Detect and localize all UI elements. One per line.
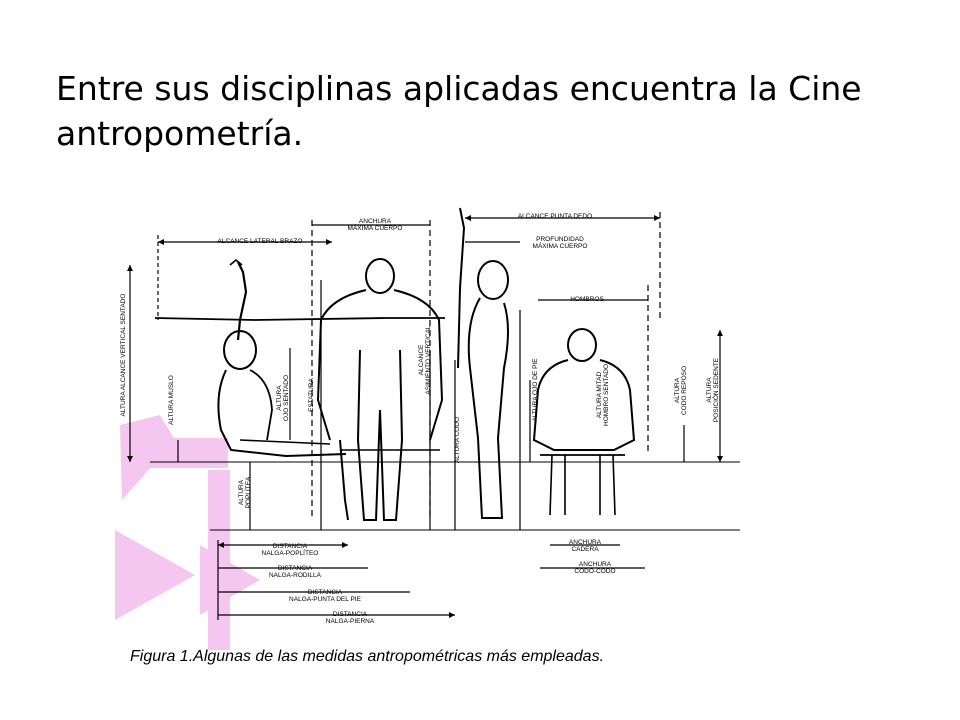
label-altura-ojo-sentado: ALTURA OJO SENTADO — [276, 374, 290, 422]
label-altura-codo-reposo: ALTURA CODO REPOSO — [674, 365, 688, 416]
label-anchura-cadera: ANCHURA CADERA — [568, 539, 602, 553]
label-alcance-punta-dedo: ALCANCE PUNTA DEDO — [517, 213, 593, 220]
label-altura-ojo-de-pie: ALTURA OJO DE PIE — [532, 358, 539, 422]
label-profundidad-maxima-cuerpo: PROFUNDIDAD MÁXIMA CUERPO — [532, 236, 588, 250]
anthropometry-drawing — [115, 207, 740, 650]
label-estatura: ESTATURA — [308, 378, 315, 412]
label-altura-posicion-sedente: ALTURA POSICIÓN SEDENTE — [706, 357, 720, 423]
label-altura-codo: ALTURA CODO — [454, 416, 461, 464]
label-alcance-lateral-brazo: ALCANCE LATERAL BRAZO — [217, 238, 303, 245]
label-anchura-maxima-cuerpo: ANCHURA MÁXIMA CUERPO — [347, 218, 403, 232]
label-distancia-nalga-rodilla: DISTANCIA NALGA-RODILLA — [268, 565, 322, 579]
label-anchura-codo-codo: ANCHURA CODO-CODO — [574, 561, 616, 575]
label-altura-poplitea: ALTURA POPLÍTEA — [238, 476, 252, 509]
label-hombros: HOMBROS — [570, 296, 604, 303]
label-distancia-nalga-pierna: DISTANCIA NALGA-PIERNA — [325, 611, 375, 625]
label-distancia-nalga-punta-pie: DISTANCIA NALGA-PUNTA DEL PIE — [289, 589, 361, 603]
label-distancia-nalga-popliteo: DISTANCIA NALGA-POPLÍTEO — [261, 543, 319, 557]
anthropometry-figure: ALCANCE LATERAL BRAZO ANCHURA MÁXIMA CUE… — [100, 200, 760, 670]
label-altura-alcance-vertical-sentado: ALTURA ALCANCE VERTICAL SENTADO — [120, 293, 127, 417]
label-alcance-asimiento-vertical: ALCANCE ASIMIENTO VERTICAL — [418, 325, 432, 395]
pink-decoration — [115, 415, 260, 650]
figure-caption: Figura 1.Algunas de las medidas antropom… — [130, 648, 605, 665]
label-altura-muslo: ALTURA MUSLO — [168, 375, 175, 425]
label-altura-hombro-sentado: ALTURA MITAD HOMBRO SENTADO — [596, 364, 610, 426]
arrowheads — [127, 215, 723, 618]
slide-title: Entre sus disciplinas aplicadas encuentr… — [56, 69, 862, 153]
